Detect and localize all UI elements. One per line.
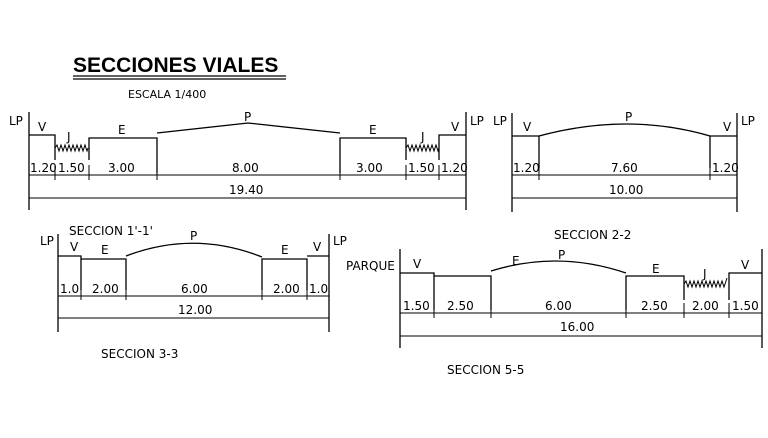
- pavement-crown: [538, 123, 711, 137]
- zone-p: P: [625, 110, 632, 124]
- planter: [683, 277, 728, 289]
- zone-e-right: E: [652, 262, 660, 276]
- dim-total: 10.00: [609, 183, 643, 197]
- lp-label-right: LP: [741, 114, 755, 128]
- parking-right: [339, 137, 407, 173]
- section-1-1: LP LP V J E P E J V 1.20 1.50 3.00 8.00: [9, 110, 484, 210]
- lp-label-left: LP: [40, 234, 54, 248]
- section-5-5: PARQUE V E P E J V 1.50 2.50 6.00 2.50 2…: [346, 248, 763, 377]
- dim-4: 2.50: [641, 299, 668, 313]
- dim-4: 2.00: [273, 282, 300, 296]
- zone-p: P: [244, 110, 251, 124]
- zone-v-left: V: [413, 257, 422, 271]
- dim-total: 12.00: [178, 303, 212, 317]
- sidewalk-right: [438, 134, 466, 160]
- dim-7: 1.20: [441, 161, 468, 175]
- dim-5: 2.00: [692, 299, 719, 313]
- lp-label-right: LP: [333, 234, 347, 248]
- section-2-2: LP LP V P V 1.20 7.60 1.20 10.00 SECCION…: [493, 110, 755, 242]
- dim-2: 2.00: [92, 282, 119, 296]
- zone-j: J: [702, 267, 707, 281]
- dim-3: 6.00: [545, 299, 572, 313]
- section-caption: SECCION 5-5: [447, 363, 524, 377]
- zone-v-left: V: [38, 120, 47, 134]
- parking-right: [261, 258, 308, 290]
- zone-v-left: V: [70, 240, 79, 254]
- lp-label-right: LP: [470, 114, 484, 128]
- dim-2: 7.60: [611, 161, 638, 175]
- dim-5: 1.0: [309, 282, 328, 296]
- parking-left: [81, 258, 127, 290]
- dim-total: 19.40: [229, 183, 263, 197]
- pavement-crown: [490, 260, 627, 274]
- dim-6: 1.50: [408, 161, 435, 175]
- section-caption: SECCION 3-3: [101, 347, 178, 361]
- zone-v-right: V: [741, 258, 750, 272]
- dim-3: 3.00: [108, 161, 135, 175]
- section-3-3: SECCION 1'-1' LP LP V E P E V 1.0 2.00 6…: [40, 224, 347, 361]
- scale-label: ESCALA 1/400: [128, 88, 206, 101]
- zone-j-left: J: [66, 130, 71, 144]
- dim-total: 16.00: [560, 320, 594, 334]
- dim-4: 8.00: [232, 161, 259, 175]
- planter-left: [54, 143, 89, 153]
- drawing-title: SECCIONES VIALES: [73, 54, 278, 77]
- sidewalk-left: [400, 272, 435, 310]
- zone-e-right: E: [369, 123, 377, 137]
- dim-1: 1.0: [60, 282, 79, 296]
- dim-3: 6.00: [181, 282, 208, 296]
- zone-e-center: E: [512, 254, 520, 268]
- dimension-ticks: [54, 165, 440, 180]
- planter-right: [405, 143, 440, 153]
- zone-v-right: V: [451, 120, 460, 134]
- zone-v-left: V: [523, 120, 532, 134]
- zone-p: P: [558, 248, 565, 262]
- pavement-crown: [156, 122, 341, 134]
- zone-v-right: V: [723, 120, 732, 134]
- sidewalk-left: [58, 255, 82, 290]
- dim-1: 1.20: [30, 161, 57, 175]
- zone-e-right: E: [281, 243, 289, 257]
- zone-j-right: J: [420, 130, 425, 144]
- dim-6: 1.50: [732, 299, 759, 313]
- parking-left: [434, 275, 492, 310]
- pavement-crown: [125, 242, 263, 258]
- dim-1: 1.20: [513, 161, 540, 175]
- dim-1: 1.50: [403, 299, 430, 313]
- dim-2: 2.50: [447, 299, 474, 313]
- sidewalk-left: [29, 134, 56, 160]
- zone-p: P: [190, 229, 197, 243]
- dim-5: 3.00: [356, 161, 383, 175]
- dim-2: 1.50: [58, 161, 85, 175]
- lp-label-left: LP: [493, 114, 507, 128]
- dim-3: 1.20: [712, 161, 739, 175]
- parking-right: [625, 275, 685, 310]
- zone-e-left: E: [101, 243, 109, 257]
- parque-label: PARQUE: [346, 259, 395, 273]
- zone-e-left: E: [118, 123, 126, 137]
- sidewalk-right: [728, 272, 762, 300]
- sidewalk-right: [709, 135, 737, 168]
- section-1-1-caption: SECCION 1'-1': [69, 224, 153, 238]
- section-caption: SECCION 2-2: [554, 228, 631, 242]
- lp-label-left: LP: [9, 114, 23, 128]
- zone-v-right: V: [313, 240, 322, 254]
- parking-left: [88, 137, 158, 173]
